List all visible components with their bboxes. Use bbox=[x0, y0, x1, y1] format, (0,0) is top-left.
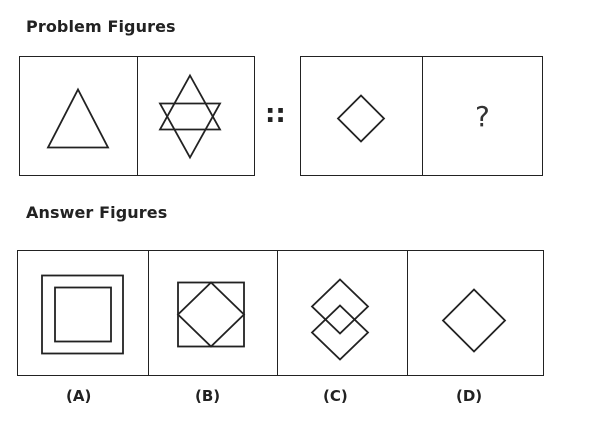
option-label-d: (D) bbox=[456, 387, 483, 405]
problem-divider-1 bbox=[137, 57, 138, 175]
six-pointed-star-shape bbox=[158, 73, 222, 160]
answer-option-b[interactable] bbox=[149, 251, 277, 375]
option-label-c: (C) bbox=[323, 387, 348, 405]
answer-figures-box bbox=[17, 250, 544, 376]
problem-figures-box-right: ? bbox=[300, 56, 543, 176]
option-label-b: (B) bbox=[195, 387, 221, 405]
problem-figure-3[interactable] bbox=[301, 57, 422, 175]
problem-figure-1[interactable] bbox=[20, 57, 137, 175]
diamond-inside-square-shape bbox=[176, 281, 246, 348]
answer-divider-2 bbox=[277, 251, 278, 375]
square-inside-square-shape bbox=[41, 274, 124, 355]
answer-option-c[interactable] bbox=[278, 251, 407, 375]
question-mark: ? bbox=[475, 100, 490, 133]
problem-figures-box-left bbox=[19, 56, 255, 176]
answer-figures-heading: Answer Figures bbox=[26, 203, 168, 222]
answer-option-d[interactable] bbox=[408, 251, 542, 375]
problem-figures-heading: Problem Figures bbox=[26, 17, 176, 36]
answer-option-a[interactable] bbox=[18, 251, 148, 375]
diamond-shape bbox=[336, 94, 386, 143]
triangle-shape bbox=[46, 87, 110, 149]
two-overlapping-diamonds-shape bbox=[310, 278, 370, 361]
option-label-a: (A) bbox=[66, 387, 92, 405]
problem-figure-4[interactable]: ? bbox=[423, 57, 541, 175]
problem-figure-2[interactable] bbox=[138, 57, 253, 175]
answer-divider-3 bbox=[407, 251, 408, 375]
ratio-symbol: :: bbox=[265, 99, 286, 129]
diamond-shape bbox=[441, 288, 507, 353]
problem-divider-2 bbox=[422, 57, 423, 175]
answer-divider-1 bbox=[148, 251, 149, 375]
